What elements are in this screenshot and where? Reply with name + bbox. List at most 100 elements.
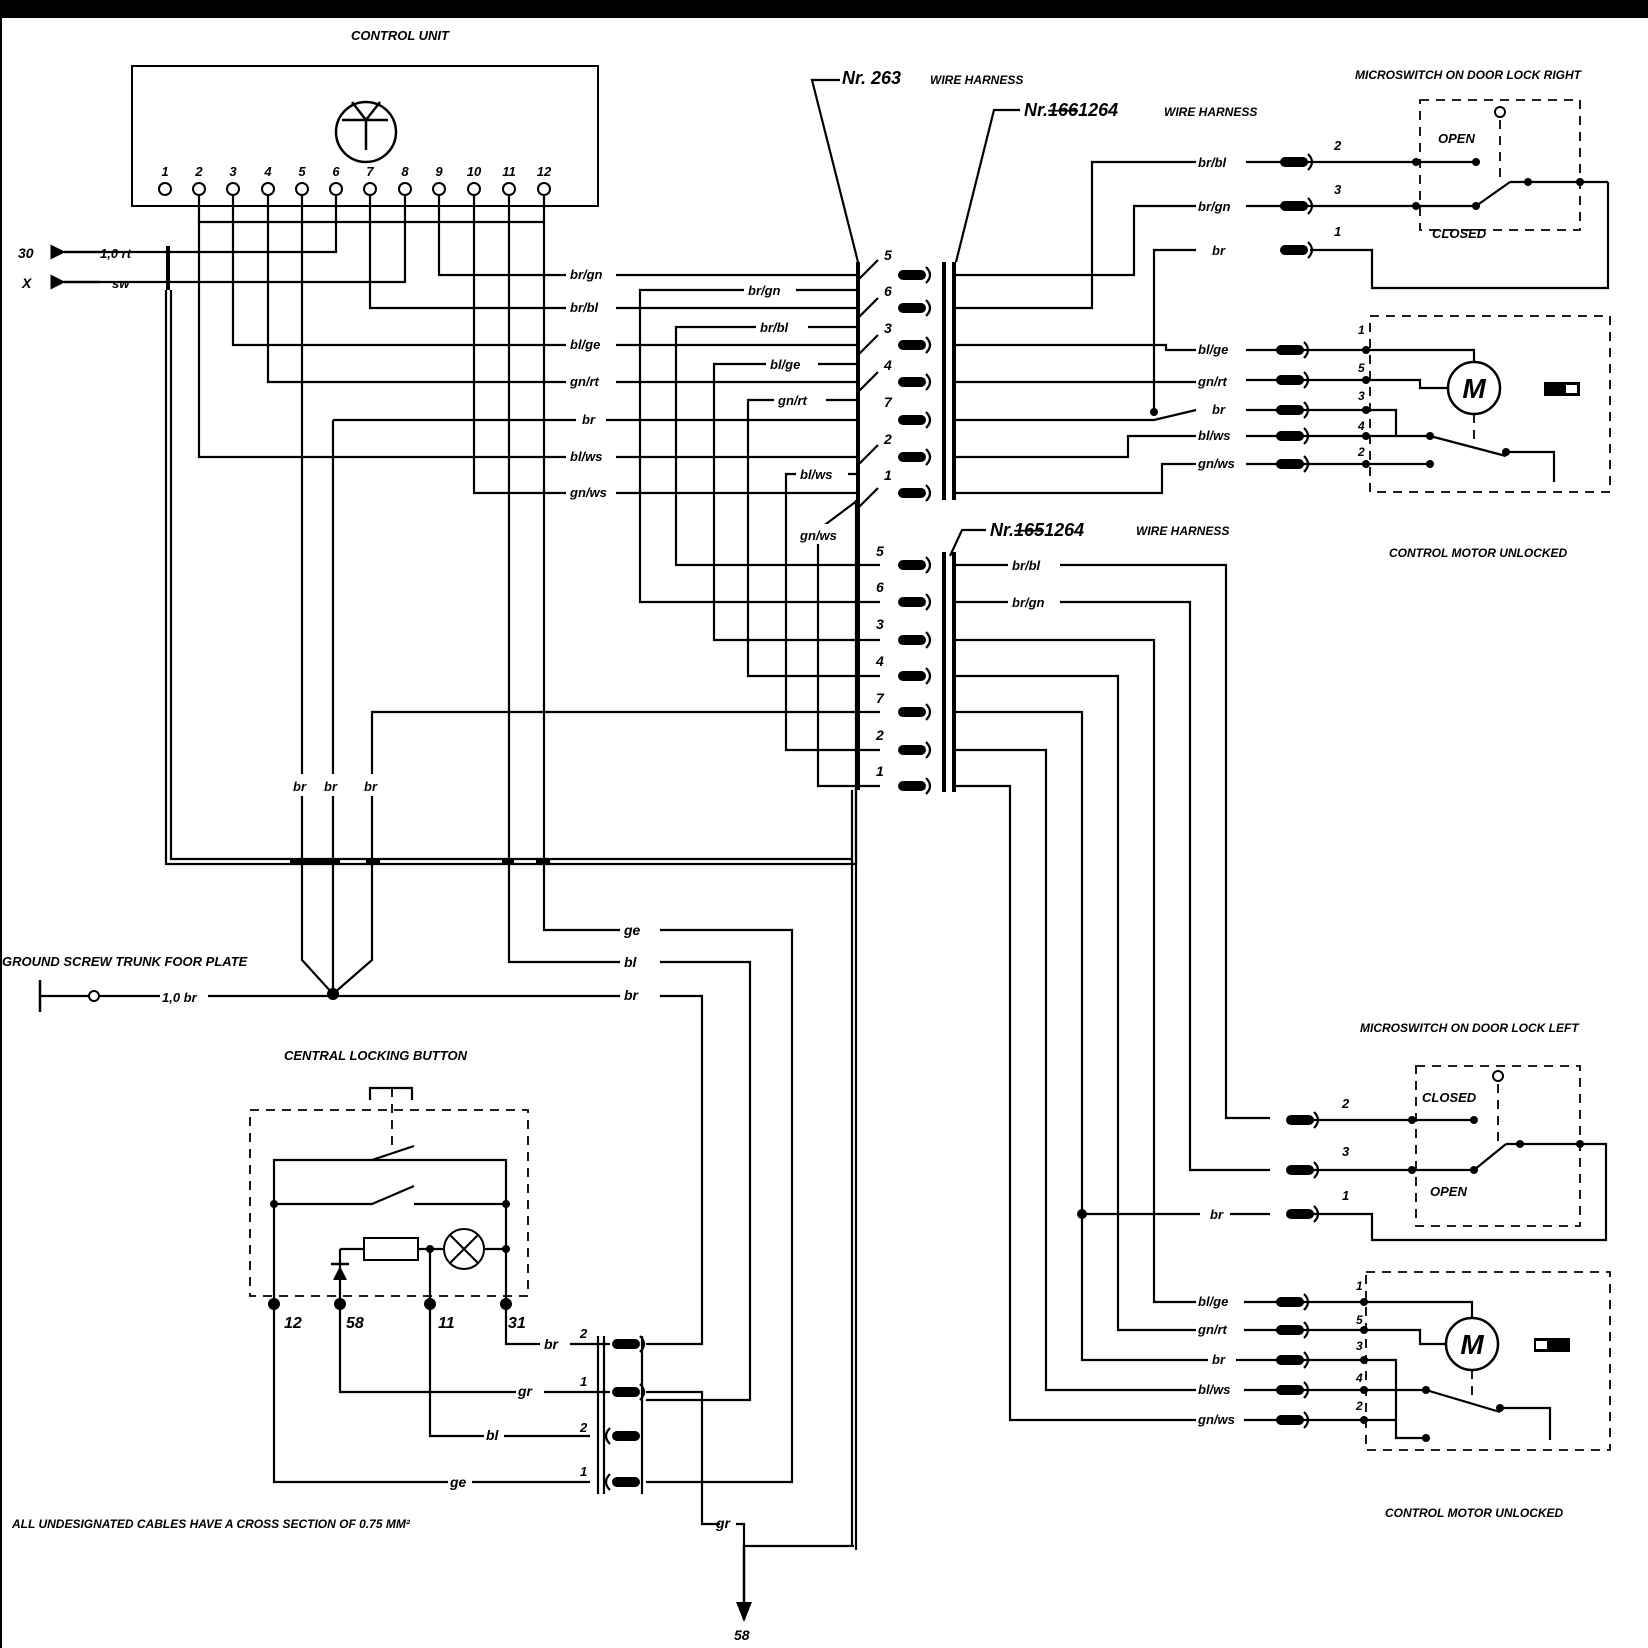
connector-plug xyxy=(1276,1355,1304,1365)
wire-label: br xyxy=(1212,243,1226,258)
connector-socket xyxy=(925,593,932,611)
cu-pin-10-label: 10 xyxy=(467,164,482,179)
connector-plug xyxy=(1276,1385,1304,1395)
bus-section: ge bl br xyxy=(623,922,794,1484)
connector-socket xyxy=(1303,341,1310,359)
harness-264-bottom-nr: Nr.1651264 xyxy=(990,520,1084,540)
connector-plug xyxy=(1276,405,1304,415)
button-pin: 2 xyxy=(579,1326,588,1341)
connector-plug xyxy=(898,488,926,498)
ground-br-label: br xyxy=(324,779,338,794)
connector-plug xyxy=(1276,431,1304,441)
diode-icon xyxy=(331,1249,349,1304)
output-58-section: gr 58 xyxy=(715,1515,854,1643)
switch-pin: 3 xyxy=(1342,1144,1350,1159)
microswitch-left-open: OPEN xyxy=(1430,1184,1467,1199)
motor-left-symbol: M xyxy=(1460,1329,1484,1360)
cb-pin: 5 xyxy=(876,543,884,559)
connector-socket xyxy=(925,299,932,317)
harness-263-nr: Nr. 263 xyxy=(842,68,901,88)
output-58-label: 58 xyxy=(734,1627,750,1643)
button-pin: 1 xyxy=(580,1374,587,1389)
control-unit: CONTROL UNIT 1 2 3 4 5 6 7 8 9 10 11 12 xyxy=(131,28,599,207)
microswitch-right: MICROSWITCH ON DOOR LOCK RIGHT OPEN CLOS… xyxy=(956,68,1610,412)
switch-pin: 2 xyxy=(1341,1096,1350,1111)
ground-wire-label: 1,0 br xyxy=(162,990,198,1005)
connector-plug xyxy=(1286,1115,1314,1125)
connector-bottom xyxy=(898,556,932,795)
connector-socket xyxy=(1307,241,1314,259)
svg-text:1: 1 xyxy=(1356,1279,1363,1293)
terminal-x-label: X xyxy=(21,275,33,291)
connector-socket xyxy=(925,336,932,354)
wire-label: bl/ws xyxy=(1198,1382,1231,1397)
motor-left: M CONTROL MOTOR UNLOCKED 1 5 3 4 2 bl/ge… xyxy=(1196,1271,1611,1520)
button-wire: gr xyxy=(517,1383,534,1399)
connector-plug xyxy=(898,597,926,607)
connector-socket xyxy=(925,266,932,284)
cb-pin: 1 xyxy=(876,763,884,779)
wire-label: bl/ws xyxy=(800,467,833,482)
ct-pin: 7 xyxy=(884,394,893,410)
button-pin: 1 xyxy=(580,1464,587,1479)
right-bottom-connector-plugs xyxy=(1276,1111,1320,1429)
wire-label: bl/ge xyxy=(1198,1294,1228,1309)
connector-plug xyxy=(1276,459,1304,469)
harness-264-bottom-label: WIRE HARNESS xyxy=(1136,524,1229,538)
connector-socket xyxy=(1303,1351,1310,1369)
connector-plug xyxy=(1276,345,1304,355)
wire-label: br xyxy=(1212,1352,1226,1367)
switch-pin: 2 xyxy=(1333,138,1342,153)
ct-pin: 3 xyxy=(884,320,892,336)
wire-label: gn/ws xyxy=(1197,1412,1235,1427)
svg-text:4: 4 xyxy=(1357,419,1365,433)
connector-socket xyxy=(925,667,932,685)
connector-plug xyxy=(1286,1209,1314,1219)
ground-br-label: br xyxy=(293,779,307,794)
svg-text:1: 1 xyxy=(1358,323,1365,337)
wire-label: br/bl xyxy=(570,300,599,315)
microswitch-left: MICROSWITCH ON DOOR LOCK LEFT CLOSED OPE… xyxy=(1200,1021,1608,1242)
wire-label: br xyxy=(1212,402,1226,417)
cb-pin: 7 xyxy=(876,690,885,706)
connector-socket xyxy=(1307,153,1314,171)
cb-pin: 6 xyxy=(876,579,884,595)
connector-top-labels: 5 6 3 4 7 2 1 xyxy=(883,247,893,483)
bottom-gr-label: gr xyxy=(715,1515,732,1531)
wire-label: bl/ge xyxy=(1198,342,1228,357)
connector-plug xyxy=(1280,157,1308,167)
connector-plug xyxy=(898,340,926,350)
button-pin: 2 xyxy=(579,1420,588,1435)
motor-right: M CONTROL MOTOR UNLOCKED 1 5 3 4 2 bl/ge… xyxy=(956,315,1611,560)
cu-pin-12-label: 12 xyxy=(537,164,552,179)
right-top-connector-plugs xyxy=(1276,153,1314,473)
connector-socket xyxy=(1303,455,1310,473)
connector-plug xyxy=(1286,1165,1314,1175)
svg-text:3: 3 xyxy=(1356,1339,1363,1353)
cu-pin-6-label: 6 xyxy=(332,164,340,179)
wire-label: br/bl xyxy=(760,320,789,335)
wire-label: bl/ge xyxy=(770,357,800,372)
ct-pin: 5 xyxy=(884,247,892,263)
wire-label: br/gn xyxy=(748,283,781,298)
button-terminal: 12 xyxy=(284,1315,302,1332)
control-unit-pins: 1 2 3 4 5 6 7 8 9 10 11 12 xyxy=(158,164,552,196)
button-wire: br xyxy=(544,1336,560,1352)
terminal-30-wire-label: 1,0 rt xyxy=(100,246,132,261)
terminal-x-wire-label: sw xyxy=(112,276,130,291)
control-unit-box xyxy=(131,65,599,207)
wire-label: gn/ws xyxy=(1197,456,1235,471)
control-unit-title: CONTROL UNIT xyxy=(351,28,450,43)
svg-text:3: 3 xyxy=(1358,389,1365,403)
cu-pin-8-label: 8 xyxy=(401,164,409,179)
connector-socket xyxy=(1313,1205,1320,1223)
button-title: CENTRAL LOCKING BUTTON xyxy=(284,1048,468,1063)
ct-pin: 1 xyxy=(884,467,892,483)
cross-wires xyxy=(370,288,880,860)
wire-label: bl/ws xyxy=(570,449,603,464)
button-wire: ge xyxy=(449,1474,467,1490)
connector-plug xyxy=(1276,1297,1304,1307)
wire-label: br/bl xyxy=(1198,155,1227,170)
wire-label: bl/ws xyxy=(1198,428,1231,443)
